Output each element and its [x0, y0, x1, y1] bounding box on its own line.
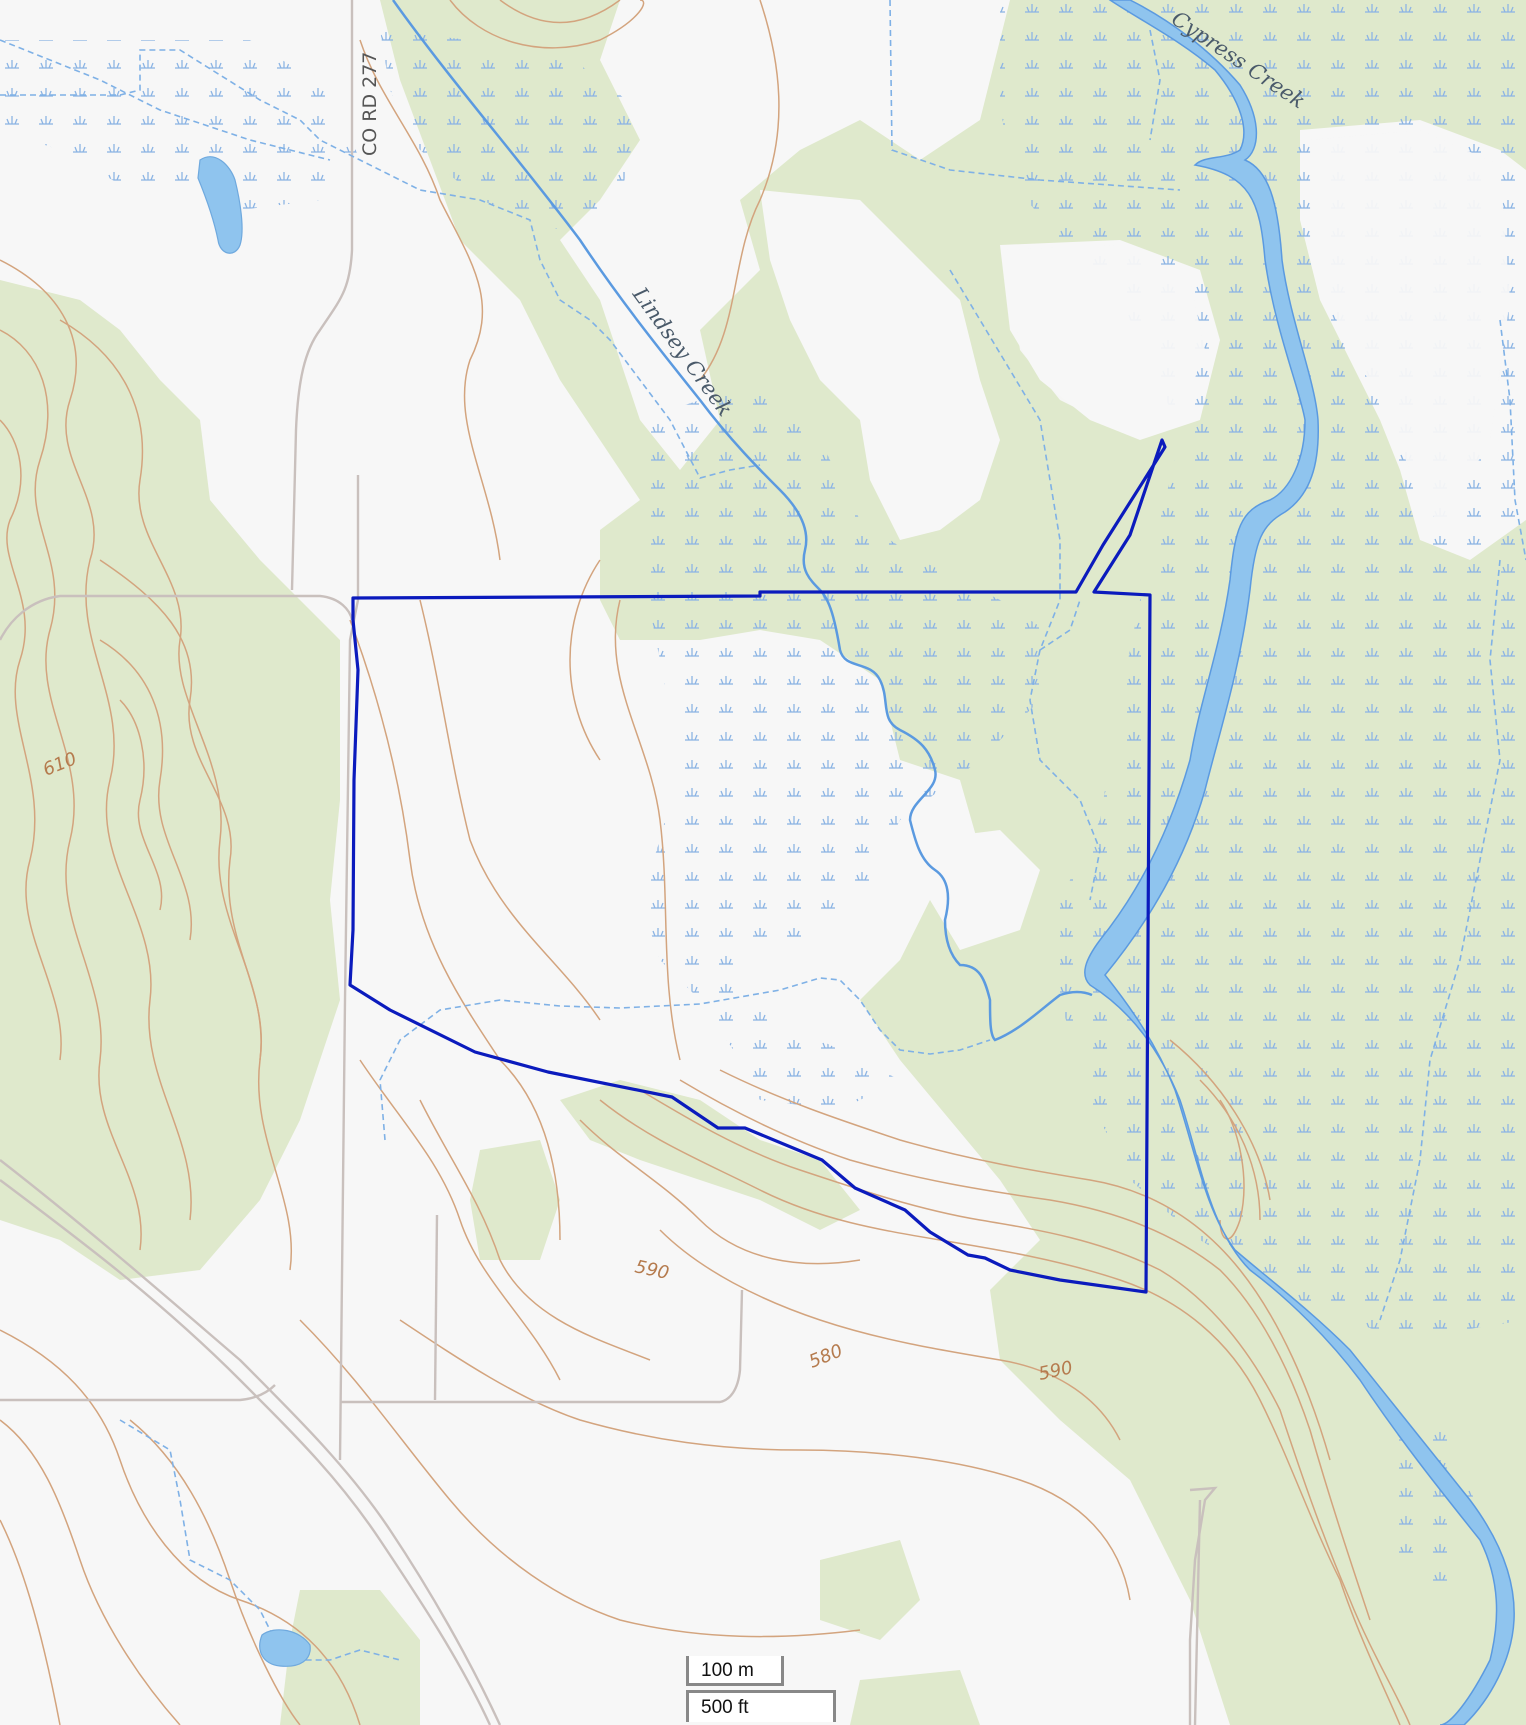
property-boundary[interactable] — [348, 438, 1167, 1294]
marsh-clearings — [1005, 130, 1510, 530]
cypress-creek-river — [1084, 0, 1515, 1725]
scale-bar-imperial: 500 ft — [686, 1690, 836, 1722]
intermittent-streams — [0, 0, 1526, 1661]
scale-metric-label: 100 m — [701, 1660, 754, 1681]
scale-bar-metric: 100 m — [686, 1656, 784, 1686]
ponds — [197, 156, 311, 1667]
scale-imperial-label: 500 ft — [701, 1697, 749, 1718]
roads — [0, 0, 1218, 1725]
lindsey-creek-stream — [391, 0, 1093, 1042]
road-label: CO RD 277 — [359, 52, 381, 156]
contour-lines — [0, 0, 1411, 1725]
